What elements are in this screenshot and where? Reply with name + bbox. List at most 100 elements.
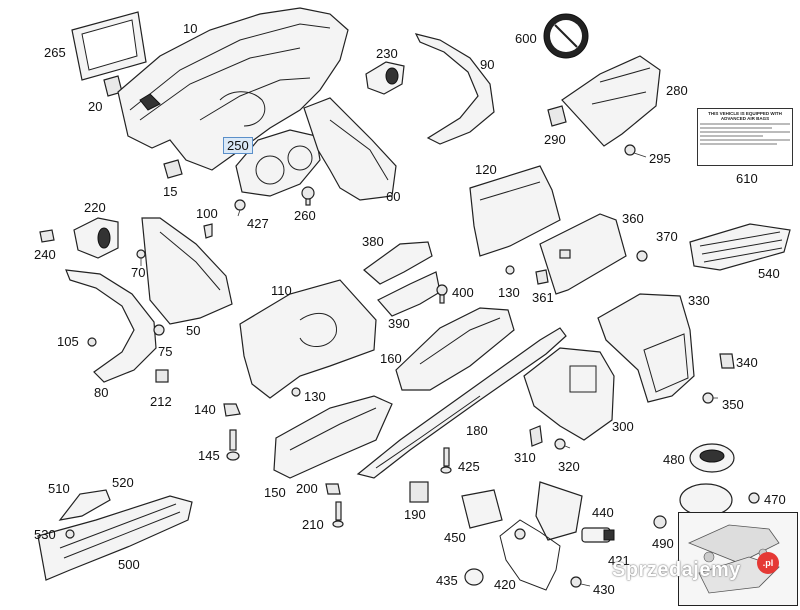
- label-200: 200: [296, 481, 318, 496]
- label-265: 265: [44, 45, 66, 60]
- label-440: 440: [592, 505, 614, 520]
- label-240: 240: [34, 247, 56, 262]
- label-340: 340: [736, 355, 758, 370]
- label-420: 420: [494, 577, 516, 592]
- label-500: 500: [118, 557, 140, 572]
- part-240-clip: [39, 229, 55, 243]
- label-490: 490: [652, 536, 674, 551]
- label-520: 520: [112, 475, 134, 490]
- part-260-screw: [301, 186, 315, 206]
- label-20: 20: [88, 99, 103, 114]
- label-210: 210: [302, 517, 324, 532]
- part-421-socket: [581, 527, 615, 543]
- label-290: 290: [544, 132, 566, 147]
- label-160: 160: [380, 351, 402, 366]
- part-110-lower-cover: [239, 279, 377, 399]
- part-220-vent: [73, 217, 119, 259]
- label-470: 470: [764, 492, 786, 507]
- label-250[interactable]: 250: [223, 137, 253, 154]
- label-120: 120: [475, 162, 497, 177]
- part-200-clip: [325, 483, 341, 495]
- label-425: 425: [458, 459, 480, 474]
- label-190: 190: [404, 507, 426, 522]
- label-350: 350: [722, 397, 744, 412]
- part-490-screw: [653, 515, 667, 529]
- warning-label-heading: THIS VEHICLE IS EQUIPPED WITH ADVANCED A…: [708, 111, 782, 121]
- label-390: 390: [388, 316, 410, 331]
- part-230-vent: [365, 61, 405, 95]
- part-427-screw: [234, 199, 246, 217]
- label-60: 60: [386, 189, 401, 204]
- part-190-clip: [409, 481, 429, 503]
- label-400: 400: [452, 285, 474, 300]
- label-421: 421: [608, 553, 630, 568]
- part-60-bracket: [303, 97, 397, 201]
- part-130-clip-upper: [505, 265, 515, 275]
- part-90-side-trim: [414, 33, 495, 145]
- label-80: 80: [94, 385, 109, 400]
- part-435-button: [464, 568, 484, 586]
- label-220: 220: [84, 200, 106, 215]
- part-350-screw: [702, 392, 718, 404]
- label-370: 370: [656, 229, 678, 244]
- part-105-screw: [87, 337, 97, 347]
- label-435: 435: [436, 573, 458, 588]
- label-50: 50: [186, 323, 201, 338]
- label-450: 450: [444, 530, 466, 545]
- label-530: 530: [34, 527, 56, 542]
- part-150-knee-panel: [273, 395, 393, 479]
- label-380: 380: [362, 234, 384, 249]
- part-310-clip: [529, 425, 543, 447]
- label-212: 212: [150, 394, 172, 409]
- part-600-airbag-badge: [543, 13, 589, 59]
- label-600: 600: [515, 31, 537, 46]
- label-510: 510: [48, 481, 70, 496]
- part-320-screw: [554, 438, 571, 450]
- label-320: 320: [558, 459, 580, 474]
- label-75: 75: [158, 344, 173, 359]
- part-70-screw: [136, 249, 146, 266]
- part-130-clip-lower: [291, 387, 301, 397]
- part-100-clip: [203, 223, 213, 239]
- label-427: 427: [247, 216, 269, 231]
- warning-label-sticker: THIS VEHICLE IS EQUIPPED WITH ADVANCED A…: [697, 108, 793, 166]
- label-430: 430: [593, 582, 615, 597]
- part-265-frame: [71, 11, 147, 81]
- part-425-bolt: [440, 447, 452, 474]
- part-140-clip: [223, 403, 241, 417]
- watermark-badge: .pl: [757, 552, 779, 574]
- part-250-vent-assembly: [235, 129, 321, 197]
- label-10: 10: [183, 21, 198, 36]
- watermark-text: Sprzedajemy: [612, 559, 741, 581]
- part-15-clip: [163, 159, 183, 179]
- label-70: 70: [131, 265, 146, 280]
- label-295: 295: [649, 151, 671, 166]
- part-440-bracket: [535, 481, 583, 541]
- part-120-glovebox-housing: [469, 165, 561, 257]
- label-145: 145: [198, 448, 220, 463]
- part-300-center-module: [523, 347, 615, 441]
- label-540: 540: [758, 266, 780, 281]
- label-140: 140: [194, 402, 216, 417]
- part-430-screw: [570, 576, 591, 588]
- part-180-long-trim: [356, 327, 567, 479]
- part-510-bracket: [58, 489, 111, 521]
- label-361: 361: [532, 290, 554, 305]
- label-90: 90: [480, 57, 495, 72]
- part-160-center-panel: [395, 307, 515, 391]
- label-100: 100: [196, 206, 218, 221]
- part-450-connector-box: [461, 489, 503, 529]
- label-110: 110: [271, 283, 292, 298]
- part-280-duct: [561, 55, 661, 147]
- label-610: 610: [736, 171, 758, 186]
- part-370-screw: [636, 250, 648, 262]
- part-50-side-panel: [141, 217, 233, 325]
- label-105: 105: [57, 334, 79, 349]
- part-380-trim: [363, 241, 433, 285]
- part-330-side-panel: [597, 293, 695, 403]
- label-300: 300: [612, 419, 634, 434]
- part-480-cup: [689, 443, 735, 473]
- part-75-screw: [153, 324, 165, 336]
- part-10-dashboard: [117, 7, 349, 171]
